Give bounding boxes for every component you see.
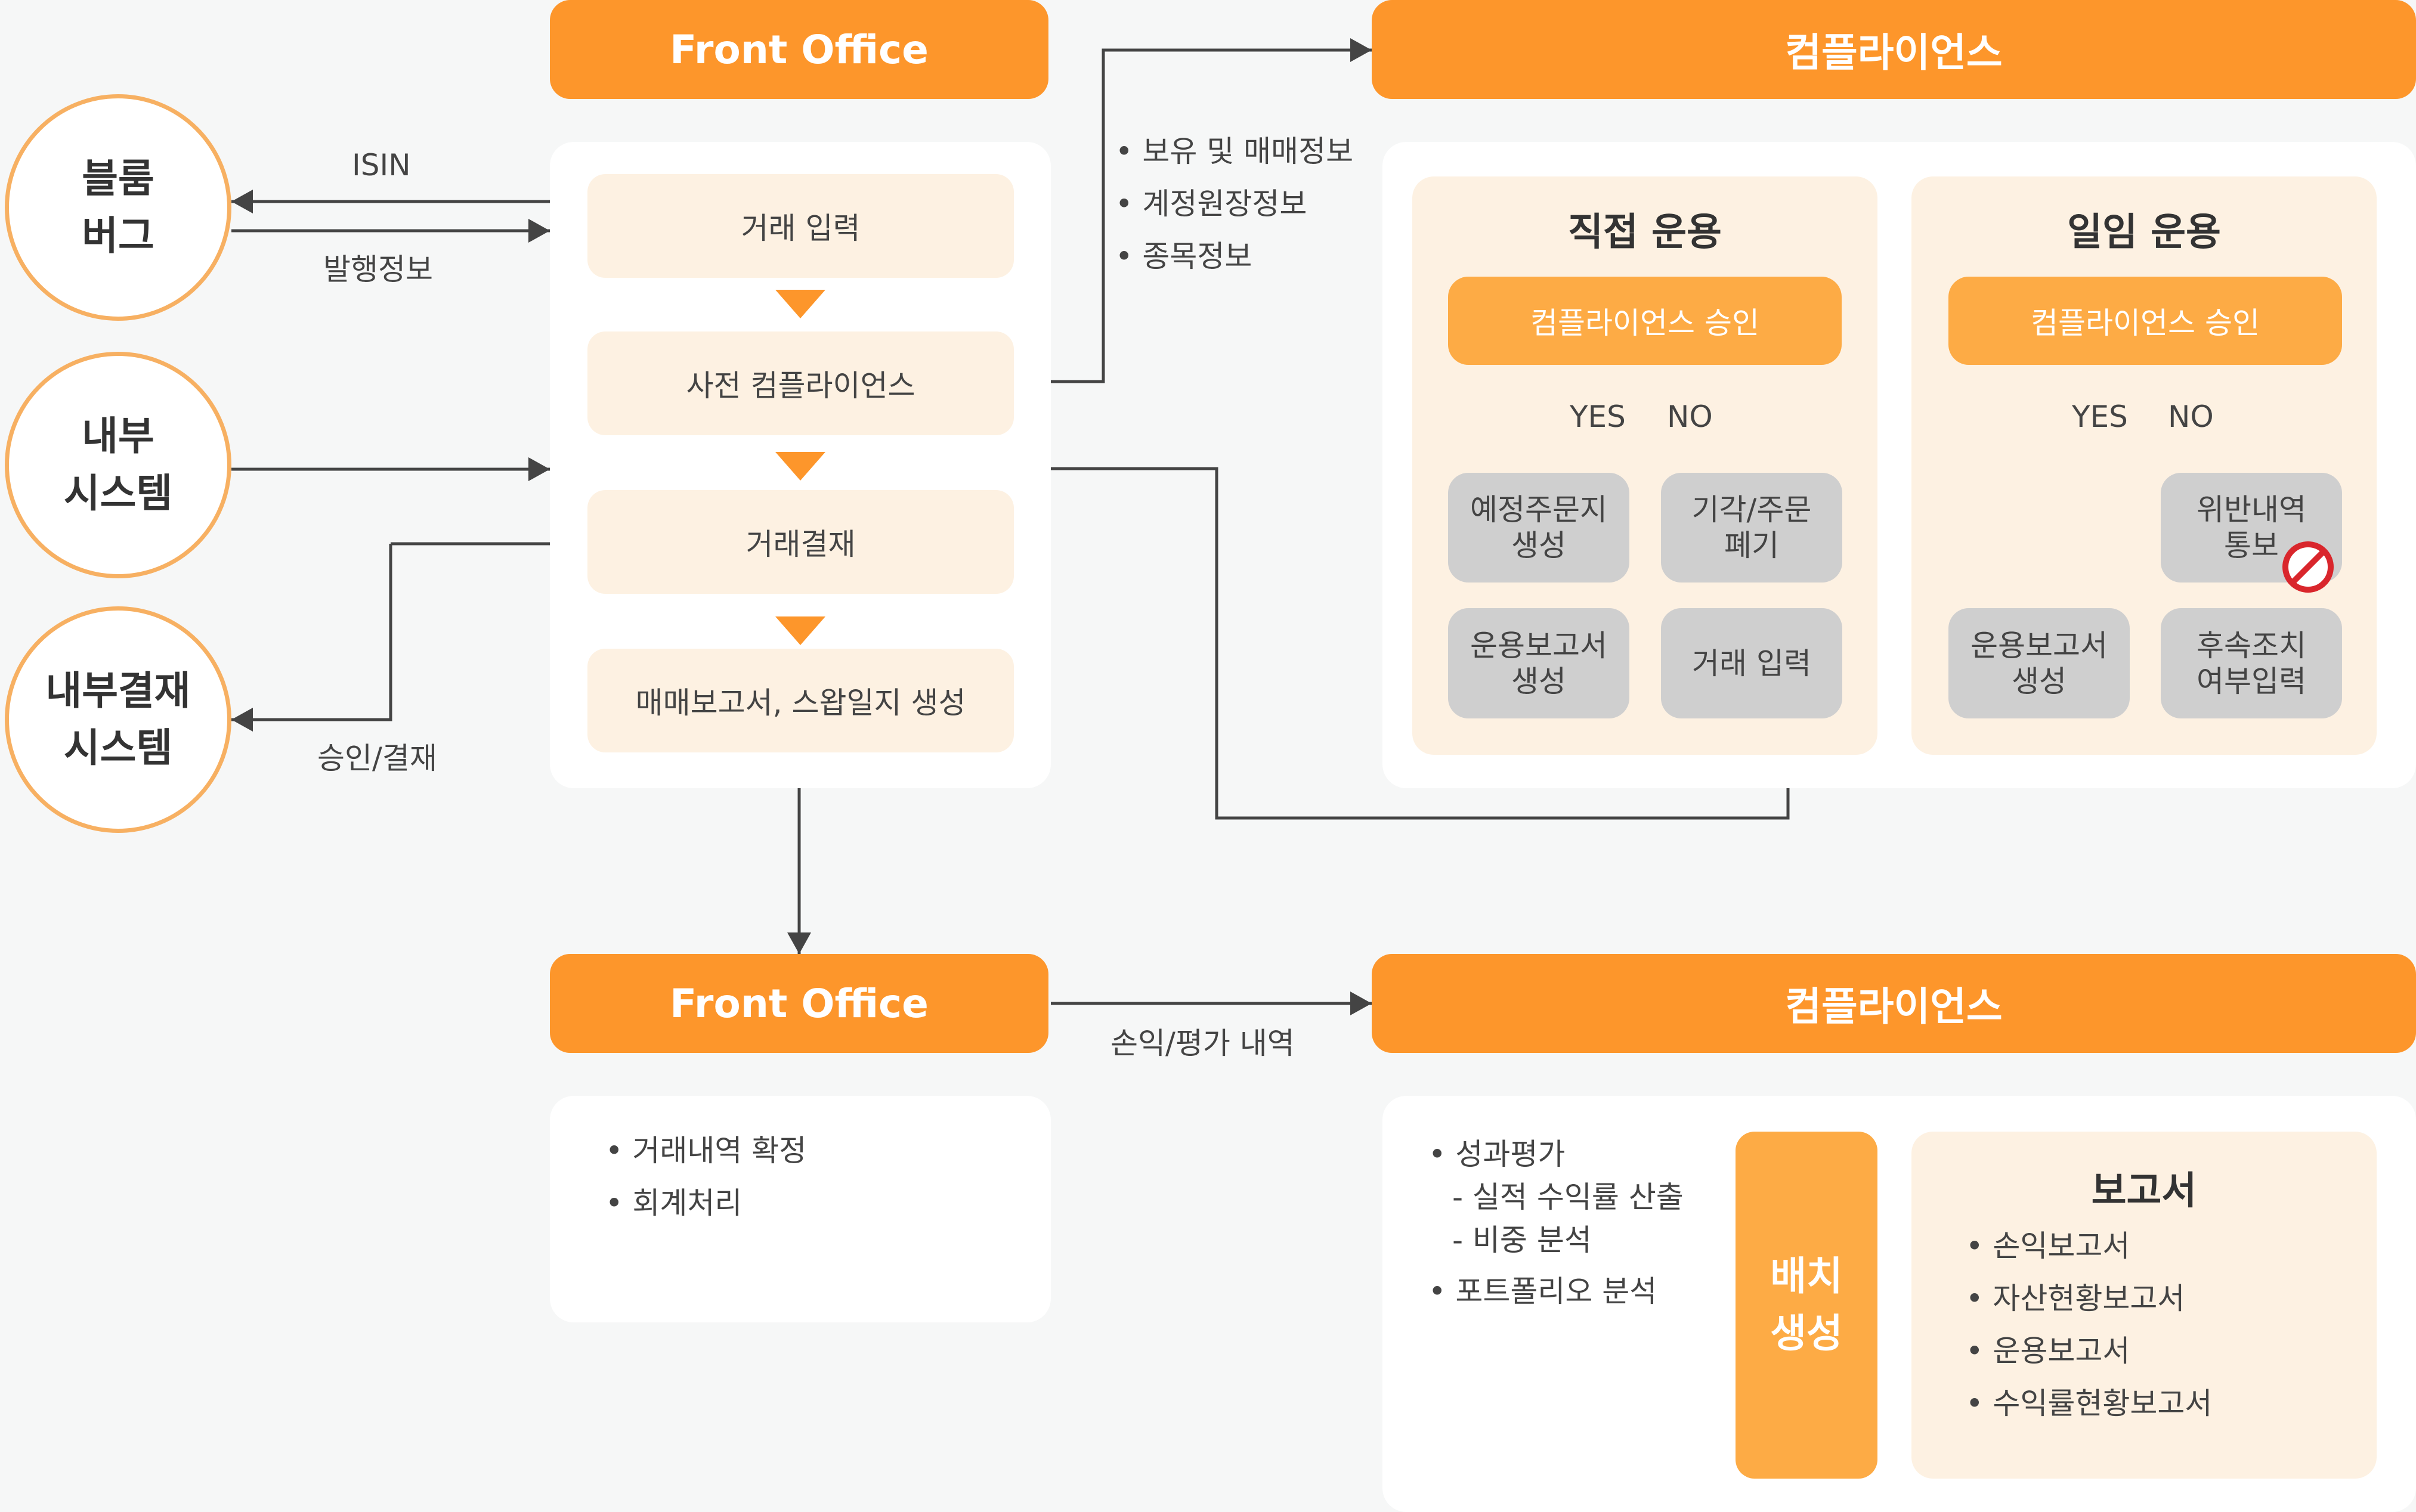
direct-no-box-2: 거래 입력 (1661, 608, 1842, 718)
data-sent-list: 보유 및 매매정보 계정원장정보 종목정보 (1115, 125, 1353, 283)
system-label: 블룸 (82, 156, 154, 202)
report-title: 보고서 (2091, 1169, 2197, 1213)
system-label: 내부 (82, 413, 154, 460)
list-item: 거래내역 확정 (605, 1124, 806, 1177)
performance-list: • 성과평가 - 실적 수익률 산출 - 비중 분석 • 포트폴리오 분석 (1428, 1133, 1684, 1313)
step-trade-approval: 거래결재 (587, 490, 1014, 594)
down-arrow-icon (775, 616, 825, 645)
edge-label-pnl: 손익/평가 내역 (1110, 1026, 1295, 1061)
system-label: 내부결재 (45, 668, 191, 714)
list-sub-item: - 실적 수익률 산출 (1452, 1180, 1684, 1214)
delegated-yes-label: YES (2072, 399, 2128, 434)
delegated-no-box-2: 후속조치 여부입력 (2161, 608, 2342, 718)
list-item: • 성과평가 (1428, 1137, 1566, 1172)
edge-label-approval: 승인/결재 (317, 741, 437, 776)
step-report-generation: 매매보고서, 스왑일지 생성 (587, 649, 1014, 752)
system-label: 시스템 (63, 470, 173, 516)
down-arrow-icon (775, 290, 825, 318)
edge-label-issue-info: 발행정보 (323, 252, 433, 287)
system-label: 버그 (82, 213, 154, 259)
system-label: 시스템 (63, 725, 173, 771)
direct-yes-label: YES (1570, 399, 1626, 434)
delegated-no-label: NO (2168, 399, 2214, 434)
step-pre-compliance: 사전 컴플라이언스 (587, 331, 1014, 435)
list-item: 손익보고서 (1966, 1220, 2212, 1272)
front-office-header: Front Office (550, 0, 1048, 99)
list-sub-item: - 비중 분석 (1452, 1223, 1592, 1257)
delegated-approval: 컴플라이언스 승인 (1948, 277, 2342, 365)
list-item: 자산현황보고서 (1966, 1272, 2212, 1325)
front-office-bottom-list: 거래내역 확정 회계처리 (605, 1124, 806, 1229)
direct-operation-title: 직접 운용 (1568, 210, 1722, 255)
direct-yes-box-2: 운용보고서 생성 (1448, 608, 1629, 718)
list-item: 수익률현황보고서 (1966, 1377, 2212, 1430)
direct-approval: 컴플라이언스 승인 (1448, 277, 1842, 365)
direct-no-label: NO (1667, 399, 1713, 434)
down-arrow-icon (775, 452, 825, 481)
delegated-yes-box: 운용보고서 생성 (1948, 608, 2130, 718)
list-item: • 포트폴리오 분석 (1428, 1274, 1657, 1309)
front-office-bottom-header: Front Office (550, 954, 1048, 1053)
list-item: 계정원장정보 (1115, 178, 1353, 230)
direct-no-box-1: 기각/주문 폐기 (1661, 473, 1842, 583)
compliance-bottom-header: 컴플라이언스 (1372, 954, 2416, 1053)
direct-yes-box-1: 예정주문지 생성 (1448, 473, 1629, 583)
step-trade-entry: 거래 입력 (587, 174, 1014, 278)
report-list: 손익보고서 자산현황보고서 운용보고서 수익률현황보고서 (1966, 1220, 2212, 1430)
no-entry-icon (2282, 541, 2334, 593)
compliance-header: 컴플라이언스 (1372, 0, 2416, 99)
list-item: 운용보고서 (1966, 1325, 2212, 1377)
list-item: 보유 및 매매정보 (1115, 125, 1353, 178)
list-item: 회계처리 (605, 1177, 806, 1229)
delegated-operation-title: 일임 운용 (2067, 210, 2221, 255)
list-item: 종목정보 (1115, 230, 1353, 283)
edge-label-isin: ISIN (352, 148, 411, 182)
